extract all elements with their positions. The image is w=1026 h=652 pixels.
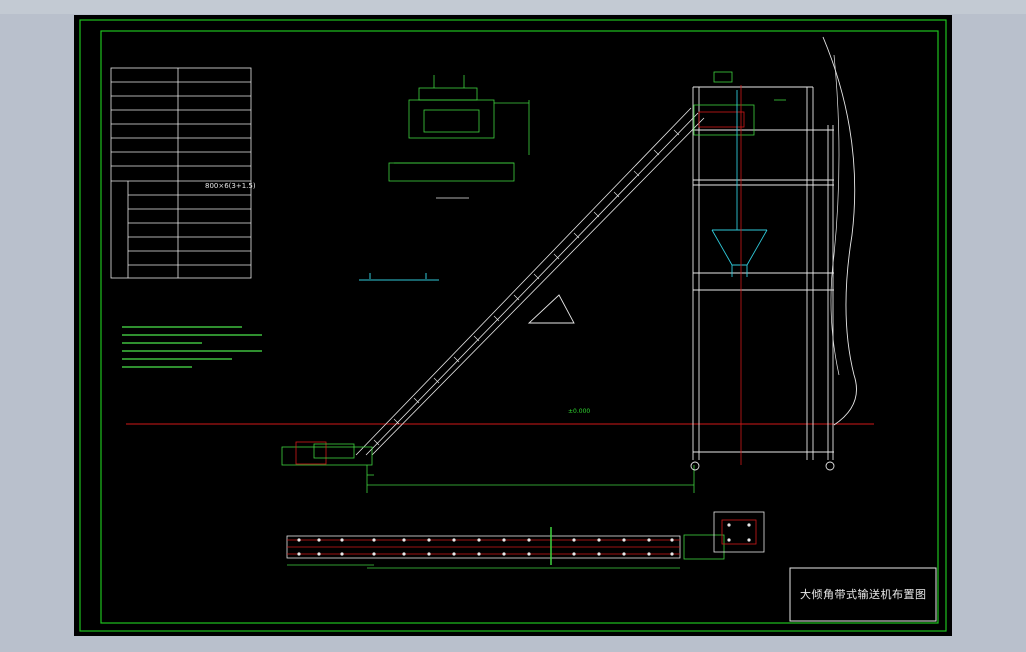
- drawing-canvas: [79, 19, 947, 632]
- conveyor-rollers: [373, 129, 680, 446]
- cad-drawing-sheet: 800×6(3+1.5) ±0.000 大倾角带式输送机布置图: [74, 15, 952, 636]
- plan-view-bolts: [297, 523, 751, 556]
- notes-line: [122, 358, 232, 360]
- parameter-table: [110, 67, 252, 279]
- silo-hopper: [711, 90, 768, 277]
- section-mark: [359, 273, 439, 281]
- site-boundary-curve-inner: [830, 54, 840, 376]
- notes-line: [122, 366, 192, 368]
- param-table-value: 800×6(3+1.5): [205, 182, 256, 190]
- tail-drive-unit: [281, 441, 695, 493]
- notes-line: [122, 334, 262, 336]
- notes-line: [122, 350, 262, 352]
- site-boundary-curve: [822, 36, 857, 426]
- notes-line: [122, 326, 242, 328]
- inner-border: [100, 30, 939, 624]
- drawing-title: 大倾角带式输送机布置图: [800, 588, 927, 601]
- tower-structure: [690, 86, 835, 471]
- plan-view: [286, 511, 765, 569]
- angle-triangle: [527, 294, 575, 324]
- window-top-strip: [0, 0, 1026, 14]
- outer-border: [79, 19, 947, 632]
- inclined-conveyor: [355, 107, 705, 456]
- head-drive-unit: [693, 71, 786, 136]
- title-block: [789, 567, 937, 622]
- cross-section-view: [388, 75, 530, 199]
- elevation-label: ±0.000: [568, 408, 591, 415]
- notes-line: [122, 342, 202, 344]
